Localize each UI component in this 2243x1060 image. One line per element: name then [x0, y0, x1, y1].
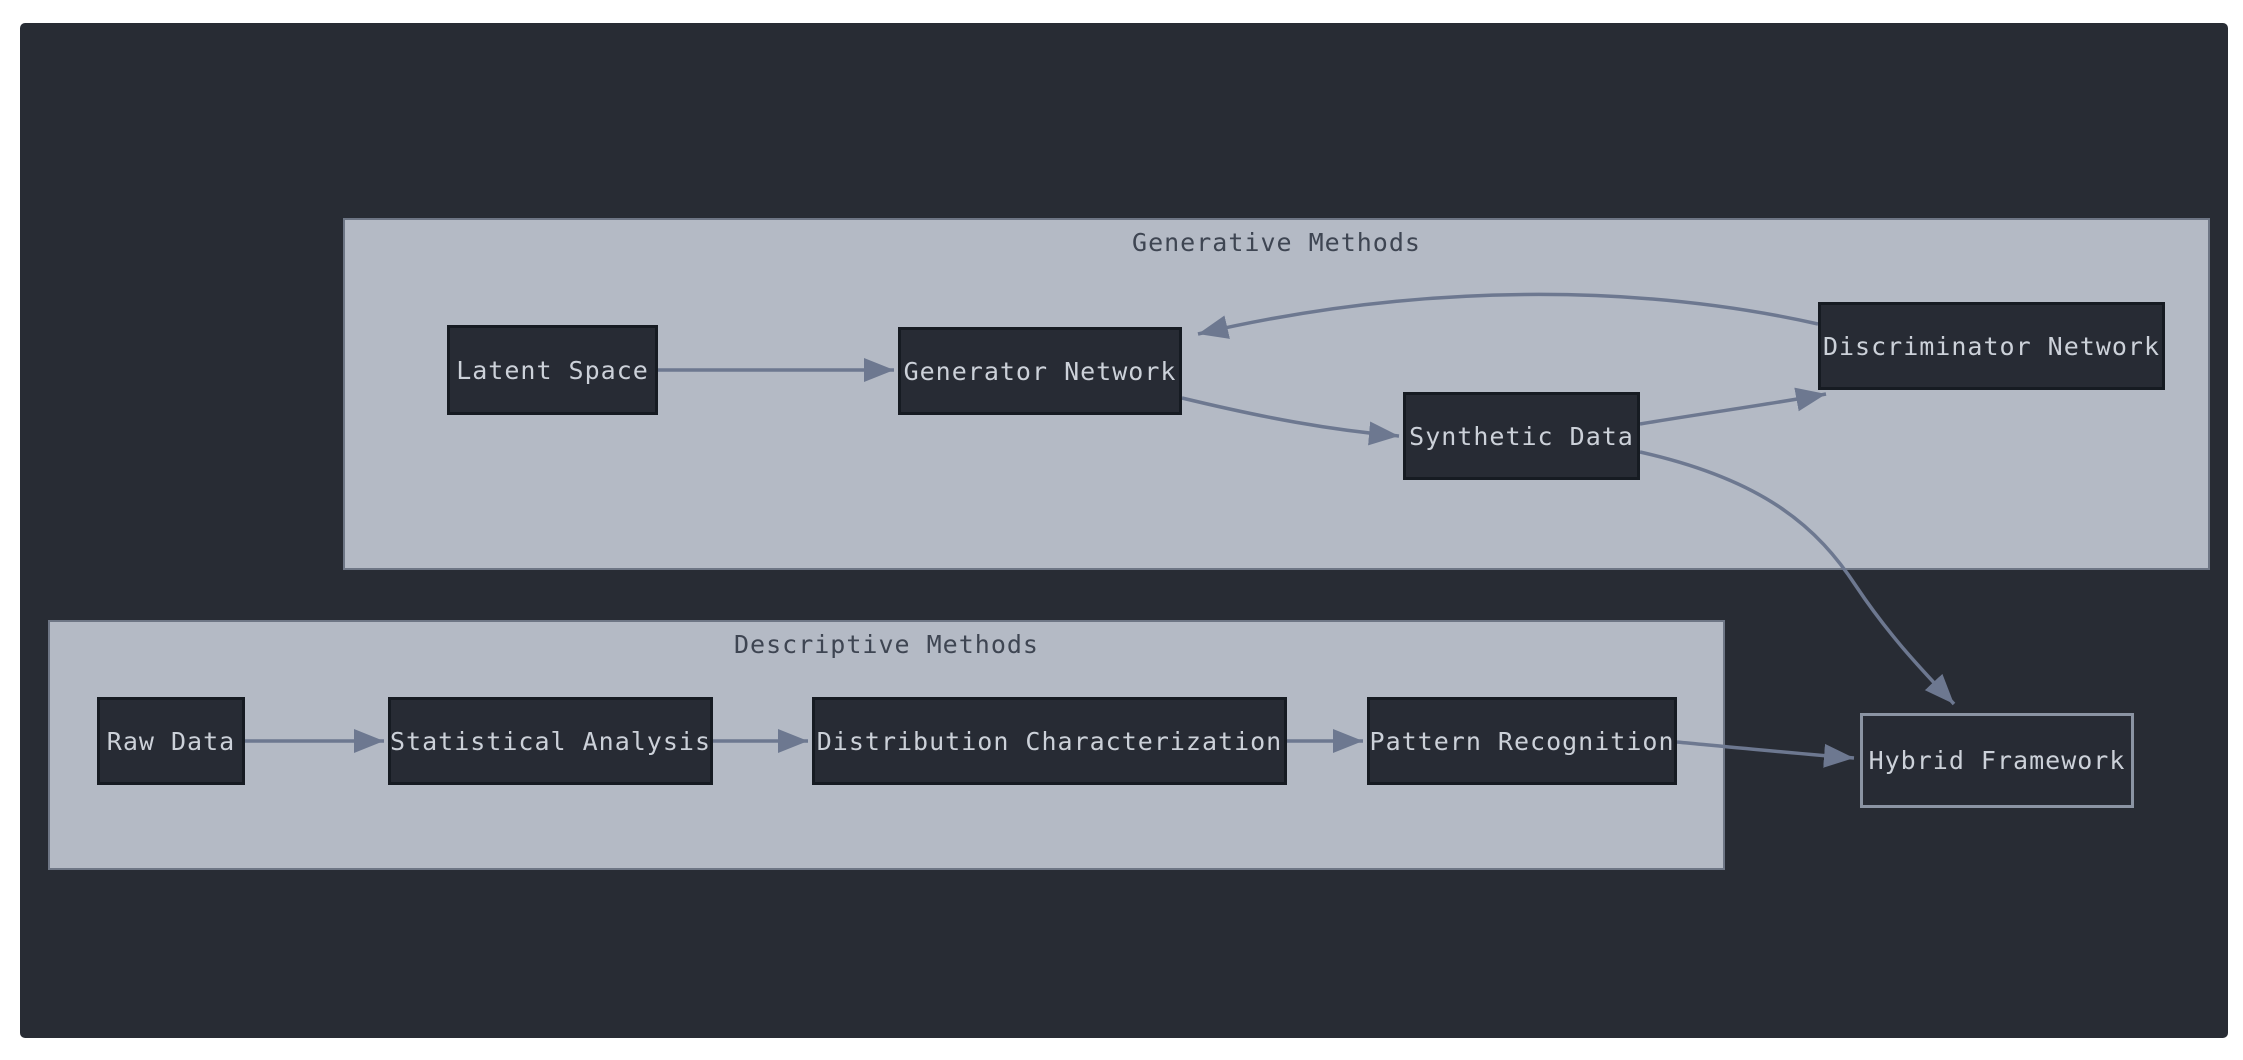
cluster-generative-label: Generative Methods [1132, 228, 1421, 257]
node-hybrid-framework: Hybrid Framework [1860, 713, 2134, 808]
node-raw-data: Raw Data [97, 697, 245, 785]
node-discriminator-network: Discriminator Network [1818, 302, 2165, 390]
node-statistical-analysis: Statistical Analysis [388, 697, 713, 785]
node-synthetic-data: Synthetic Data [1403, 392, 1640, 480]
node-latent-space: Latent Space [447, 325, 658, 415]
node-distribution-characterization: Distribution Characterization [812, 697, 1287, 785]
cluster-descriptive-label: Descriptive Methods [734, 630, 1039, 659]
node-generator-network: Generator Network [898, 327, 1182, 415]
node-pattern-recognition: Pattern Recognition [1367, 697, 1677, 785]
